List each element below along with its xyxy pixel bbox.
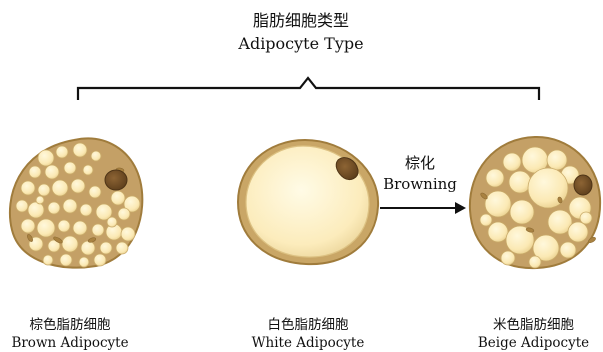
browning-label-chinese: 棕化 — [380, 155, 460, 172]
lipid-droplet — [94, 254, 106, 266]
lipid-droplet — [64, 162, 76, 174]
lipid-droplet — [73, 143, 87, 157]
brown-adipocyte-cell — [10, 138, 142, 267]
lipid-droplet — [91, 151, 101, 161]
lipid-droplet — [580, 212, 592, 224]
lipid-droplet — [100, 242, 112, 254]
lipid-droplet — [37, 219, 55, 237]
lipid-droplet — [488, 222, 508, 242]
white-adipocyte-cell — [238, 140, 378, 264]
beige-adipocyte-cell — [470, 137, 600, 268]
lipid-droplet — [121, 227, 135, 241]
lipid-droplet — [43, 255, 53, 265]
lipid-droplet — [21, 219, 35, 233]
lipid-droplet — [503, 153, 521, 171]
brown-nucleus — [105, 170, 127, 190]
lipid-droplet — [92, 224, 104, 236]
lipid-droplet — [16, 200, 28, 212]
lipid-droplet — [486, 169, 504, 187]
lipid-droplet — [58, 220, 70, 232]
lipid-droplet — [21, 181, 35, 195]
lipid-droplet — [480, 214, 492, 226]
lipid-droplet — [485, 191, 511, 217]
lipid-droplet — [568, 222, 588, 242]
lipid-droplet — [29, 166, 41, 178]
beige-adipocyte-label-chinese: 米色脂肪细胞 — [464, 318, 603, 334]
lipid-droplet — [89, 186, 101, 198]
lipid-droplet — [510, 200, 534, 224]
lipid-droplet — [62, 236, 78, 252]
lipid-droplet — [56, 146, 68, 158]
lipid-droplet — [45, 165, 59, 179]
lipid-droplet — [60, 254, 72, 266]
lipid-droplet — [81, 241, 95, 255]
beige-nucleus — [574, 175, 592, 195]
brown-adipocyte-label-chinese: 棕色脂肪细胞 — [0, 318, 140, 334]
lipid-droplet — [38, 184, 50, 196]
lipid-droplet — [529, 256, 541, 268]
white-adipocyte-label-english: White Adipocyte — [238, 336, 378, 352]
lipid-droplet — [71, 179, 85, 193]
lipid-droplet — [73, 221, 87, 235]
browning-arrow — [380, 202, 466, 214]
lipid-droplet — [79, 257, 89, 267]
lipid-droplet — [501, 251, 515, 265]
lipid-droplet — [116, 242, 128, 254]
lipid-droplet — [111, 191, 125, 205]
lipid-droplet — [560, 242, 576, 258]
lipid-droplet — [547, 150, 567, 170]
beige-adipocyte-label-english: Beige Adipocyte — [464, 336, 603, 352]
lipid-droplet — [52, 180, 68, 196]
lipid-droplet — [118, 208, 130, 220]
lipid-droplet — [107, 217, 117, 227]
grouping-bracket — [78, 78, 539, 100]
browning-label-english: Browning — [375, 176, 465, 193]
lipid-droplet — [48, 202, 60, 214]
brown-adipocyte-label-english: Brown Adipocyte — [0, 336, 140, 352]
lipid-droplet — [63, 199, 77, 213]
lipid-droplet — [38, 150, 54, 166]
white-adipocyte-label-chinese: 白色脂肪细胞 — [238, 318, 378, 334]
lipid-droplet — [28, 202, 44, 218]
lipid-droplet — [36, 196, 44, 204]
lipid-droplet — [83, 165, 93, 175]
lipid-droplet — [80, 204, 92, 216]
